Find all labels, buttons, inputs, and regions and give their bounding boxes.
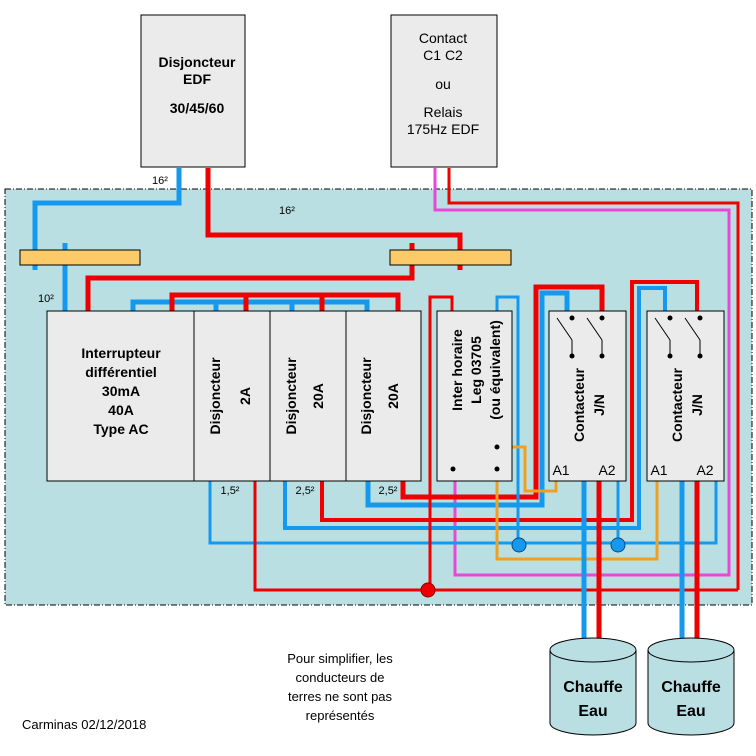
rcd-label-2: différentiel [85,364,157,380]
signature: Carminas 02/12/2018 [22,717,146,732]
contactor-2-label: Contacteur [669,368,685,442]
contactor-2-mode: J/N [689,394,705,416]
breaker-2a: Disjoncteur 2A [193,310,271,482]
junction-neutral-2 [610,537,626,553]
section-label-supply-neutral: 16² [152,175,168,187]
wire-breaker1-neutral [208,481,660,545]
section-label-supply-phase: 16² [279,205,295,217]
water-heater-1-label-1: Chauffe [563,679,623,696]
breaker-20a-2: Disjoncteur 20A [345,310,422,482]
breaker-1-label: Disjoncteur [207,357,223,435]
wires [32,168,740,650]
note-line-2: conducteurs de [296,670,385,685]
timer-label-1: Inter horaire [449,329,465,411]
contact-label-2: C1 C2 [423,47,463,63]
rcd-label-1: Interrupteur [81,345,161,361]
contactor-2-a2: A2 [696,462,713,478]
junction-phase [420,582,436,598]
water-heater-2-label-1: Chauffe [661,679,721,696]
edf-breaker-rating: 30/45/60 [170,100,225,116]
note-line-4: représentés [306,708,375,723]
rcd-label-4: 40A [108,402,134,418]
section-label-breaker2: 2,5² [296,485,315,497]
breaker-1-rating: 2A [237,387,253,405]
wire-breaker1-phase [253,481,738,592]
wire-comb-phase [169,292,401,312]
timer-switch: Inter horaire Leg 03705 (ou équivalent) [436,310,513,482]
contactor-2: Contacteur J/N A1 A2 [646,310,725,482]
wire-timer-phase [428,295,454,590]
edf-breaker-label-2: EDF [183,71,211,87]
contact-label-3: ou [435,76,451,92]
timer-label-2: Leg 03705 [468,336,484,404]
contact-label-1: Contact [419,30,467,46]
section-label-breaker3: 2,5² [379,485,398,497]
busbar-phase [389,249,512,266]
contactor-1-a2: A2 [598,462,615,478]
breaker-2-rating: 20A [310,383,326,409]
wire-timer-neutral [495,295,520,543]
contactor-2-a1: A1 [650,462,667,478]
rcd-label-5: Type AC [93,421,148,437]
section-label-rcd-feed: 10² [38,293,54,305]
wire-command [433,168,731,577]
wire-timer-to-contactor2 [495,470,659,561]
wire-supply-neutral [32,168,182,270]
breaker-3-label: Disjoncteur [358,357,374,435]
contact-label-5: 175Hz EDF [407,121,479,137]
breaker-20a-1: Disjoncteur 20A [269,310,347,482]
wire-timer-to-contactor1 [497,445,558,493]
breaker-2-label: Disjoncteur [283,357,299,435]
rcd-label-3: 30mA [102,383,140,399]
note: Pour simplifier, les conducteurs de terr… [287,651,393,723]
section-label-breaker1: 1,5² [221,485,240,497]
contactor-1-mode: J/N [591,394,607,416]
wire-breaker2-phase [320,280,699,522]
contact-label-4: Relais [424,104,463,120]
water-heater-1: Chauffe Eau [549,637,637,736]
water-heater-2-label-2: Eau [676,703,705,720]
edf-breaker: Disjoncteur EDF 30/45/60 [140,14,246,168]
contactor-1: Contacteur J/N A1 A2 [548,310,627,482]
water-heater-1-label-2: Eau [578,703,607,720]
edf-breaker-label-1: Disjoncteur [158,54,236,70]
junction-neutral-1 [511,537,527,553]
rcd: Interrupteur différentiel 30mA 40A Type … [46,310,195,482]
water-heater-2: Chauffe Eau [647,637,735,736]
wire-breaker3-phase [400,284,605,500]
contact-relay: Contact C1 C2 ou Relais 175Hz EDF [390,14,498,168]
note-line-3: terres ne sont pas [288,689,393,704]
breaker-3-rating: 20A [385,383,401,409]
wire-comb-neutral [130,299,370,312]
wire-relay-phase [447,168,740,590]
note-line-1: Pour simplifier, les [287,651,393,666]
timer-label-3: (ou équivalent) [487,320,503,420]
wire-breaker2-neutral [283,286,667,530]
contactor-1-a1: A1 [552,462,569,478]
busbar-neutral [19,249,141,266]
contactor-1-label: Contacteur [571,368,587,442]
wire-breaker3-neutral [365,290,570,508]
